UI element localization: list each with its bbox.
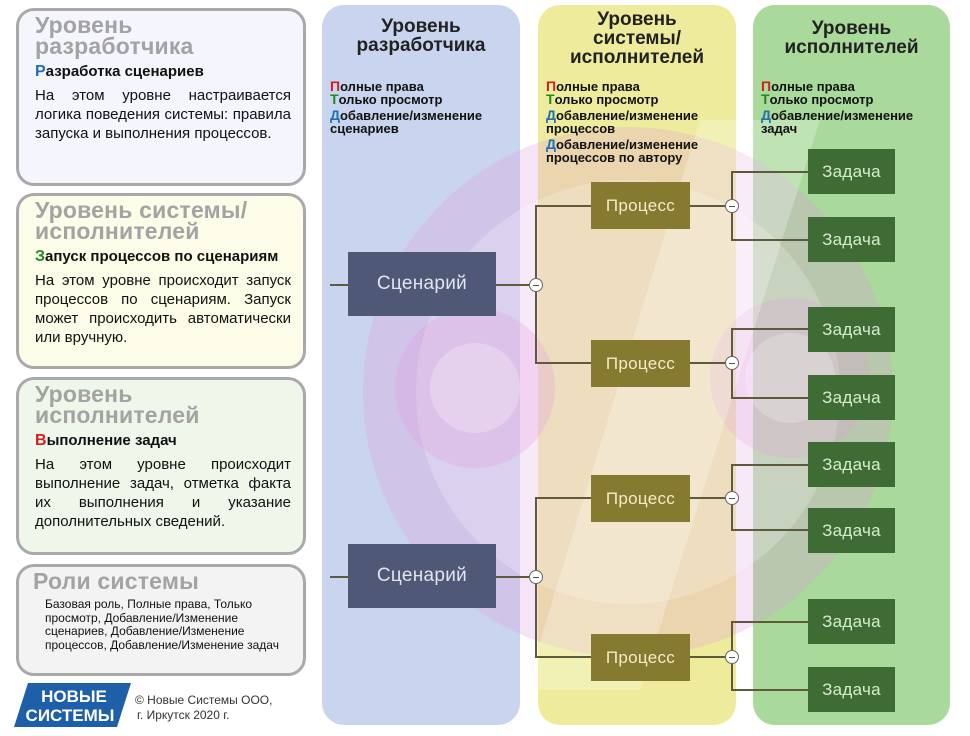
task-box: Задача [808,667,895,712]
right-item: задач [761,121,798,136]
scenario-box: Сценарий [348,252,496,316]
right-item: Полные права [330,78,424,94]
right-item: сценариев [330,121,399,136]
collapse-toggle-icon[interactable] [725,491,739,505]
collapse-toggle-icon[interactable] [529,570,543,584]
right-item: Добавление/изменение [546,107,699,123]
process-box: Процесс [591,475,690,522]
task-box: Задача [808,599,895,644]
copyright-text: © Новые Системы ООО, г. Иркутск 2020 г. [135,693,273,722]
right-item: Добавление/изменение [761,107,914,123]
collapse-toggle-icon[interactable] [725,356,739,370]
right-item: Добавление/изменение [330,107,483,123]
task-box: Задача [808,508,895,553]
scenario-box: Сценарий [348,544,496,608]
process-box: Процесс [591,634,690,681]
task-box: Задача [808,375,895,420]
task-box: Задача [808,442,895,487]
card-system-roles: Роли системы Базовая роль, Полные права,… [16,564,306,676]
rights-list-executors: Полные права Только просмотр Добавление/… [761,78,914,136]
right-item: Добавление/изменение [546,136,699,152]
rights-list-system: Полные права Только просмотр Добавление/… [546,78,699,165]
card-text: На этом уровне настраивается логика пове… [35,87,291,142]
task-box: Задача [808,307,895,352]
card-text: На этом уровне происходит выполнение зад… [35,456,291,530]
right-item: Только просмотр [546,91,659,107]
collapse-toggle-icon[interactable] [725,650,739,664]
right-item: Полные права [546,78,640,94]
rights-list-developer: Полные права Только просмотр Добавление/… [330,78,483,136]
card-subtitle: Запуск процессов по сценариям [35,248,279,265]
collapse-toggle-icon[interactable] [529,278,543,292]
company-logo: НОВЫЕ СИСТЕМЫ [14,683,131,727]
card-text: На этом уровне происходит запуск процесс… [35,272,291,346]
right-item: процессов [546,121,616,136]
card-title: Роли системы [33,568,199,594]
card-subtitle: Выполнение задач [35,432,177,449]
card-system-level: Уровень системы/исполнителей Запуск проц… [16,193,306,369]
right-item: Только просмотр [761,91,874,107]
process-box: Процесс [591,340,690,387]
logo-text-line2: СИСТЕМЫ [26,706,115,725]
card-title: Уровень системы/исполнителей [35,197,248,244]
right-item: процессов по автору [546,150,683,165]
collapse-toggle-icon[interactable] [725,199,739,213]
task-box: Задача [808,217,895,262]
logo-text-line1: НОВЫЕ [41,687,107,706]
task-box: Задача [808,149,895,194]
card-subtitle: Разработка сценариев [35,63,204,80]
roles-text: Базовая роль, Полные права, Только просм… [45,597,279,652]
right-item: Полные права [761,78,855,94]
process-box: Процесс [591,182,690,229]
right-item: Только просмотр [330,91,443,107]
